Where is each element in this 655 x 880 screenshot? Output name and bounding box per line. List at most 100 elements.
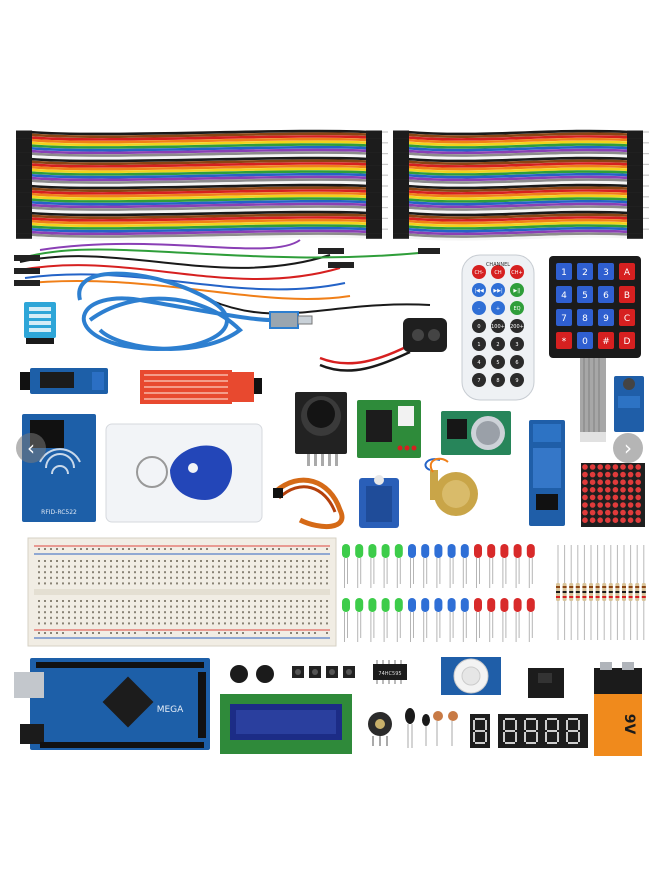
chevron-right-icon[interactable]: › bbox=[613, 433, 643, 463]
remote-key-label: |◀◀ bbox=[474, 288, 484, 294]
arduino-mega-board: MEGA bbox=[14, 658, 210, 750]
remote-key-label: 7 bbox=[477, 378, 480, 384]
keypad-key-label: 2 bbox=[582, 268, 588, 278]
real-time-clock-module bbox=[441, 411, 511, 455]
remote-key-label: - bbox=[478, 306, 480, 312]
keypad-key bbox=[619, 332, 635, 349]
resistor-assortment bbox=[556, 545, 646, 640]
keypad-key-label: 7 bbox=[561, 314, 567, 324]
servo-motor bbox=[273, 475, 399, 530]
water-level-sensor bbox=[140, 370, 262, 404]
keypad-key-label: 9 bbox=[603, 314, 609, 324]
keypad-key-label: 5 bbox=[582, 291, 588, 301]
ic-label: 74HC595 bbox=[378, 671, 401, 677]
stepper-motor bbox=[424, 457, 478, 516]
remote-key-label: EQ bbox=[513, 306, 520, 312]
remote-key-label: 100+ bbox=[491, 324, 505, 330]
pir-motion-sensor bbox=[441, 657, 501, 695]
remote-key bbox=[472, 301, 486, 315]
remote-key-label: 8 bbox=[496, 378, 499, 384]
remote-key-label: + bbox=[496, 306, 500, 312]
remote-key-label: 3 bbox=[515, 342, 518, 348]
remote-key bbox=[491, 283, 505, 297]
keypad-key bbox=[619, 263, 635, 280]
remote-key bbox=[472, 337, 486, 351]
breadboard bbox=[27, 537, 337, 647]
9v-battery: 9V bbox=[594, 662, 642, 756]
keypad-key-label: C bbox=[624, 314, 630, 324]
9v-battery-clip bbox=[319, 318, 447, 372]
mega-label: MEGA bbox=[157, 705, 184, 715]
keypad-key-label: A bbox=[624, 268, 631, 278]
remote-key-label: CH bbox=[494, 270, 501, 276]
keypad-key bbox=[577, 263, 593, 280]
loose-jumper-wires bbox=[14, 239, 440, 315]
keypad-key-label: 0 bbox=[582, 337, 588, 347]
buzzers bbox=[230, 665, 274, 683]
shift-register-ic: 74HC595 bbox=[373, 660, 407, 684]
remote-key bbox=[491, 355, 505, 369]
jumper-wire-bundle-right bbox=[393, 129, 649, 241]
keypad-key bbox=[577, 286, 593, 303]
keypad-key-label: 8 bbox=[582, 314, 588, 324]
keypad-key bbox=[556, 263, 572, 280]
remote-channel-label: CHANNEL bbox=[486, 262, 510, 268]
ir-led-and-photoresistors bbox=[405, 708, 458, 748]
remote-key bbox=[510, 265, 524, 279]
remote-key bbox=[491, 301, 505, 315]
usb-cable bbox=[77, 271, 313, 351]
stepper-driver-board bbox=[357, 400, 421, 458]
battery-label: 9V bbox=[621, 714, 637, 735]
remote-key bbox=[510, 373, 524, 387]
remote-key bbox=[472, 319, 486, 333]
keypad-key bbox=[556, 309, 572, 326]
remote-key-label: 1 bbox=[477, 342, 480, 348]
seven-segment-digits bbox=[473, 718, 580, 744]
remote-key-label: 5 bbox=[496, 360, 499, 366]
rfid-label: RFID-RC522 bbox=[41, 509, 77, 516]
remote-key-label: 9 bbox=[515, 378, 518, 384]
remote-key bbox=[472, 265, 486, 279]
push-buttons bbox=[292, 666, 355, 678]
remote-key-label: 2 bbox=[496, 342, 499, 348]
dht11-sensor bbox=[24, 302, 56, 344]
remote-key bbox=[472, 283, 486, 297]
rfid-reader-module: RFID-RC522 bbox=[22, 414, 96, 522]
remote-key bbox=[510, 301, 524, 315]
remote-key bbox=[510, 283, 524, 297]
remote-key bbox=[510, 319, 524, 333]
remote-key-label: CH- bbox=[474, 270, 483, 276]
keypad-key bbox=[619, 309, 635, 326]
chevron-left-icon[interactable]: ‹ bbox=[16, 433, 46, 463]
remote-key-label: 6 bbox=[515, 360, 518, 366]
keypad-key-label: B bbox=[624, 291, 630, 301]
remote-key bbox=[510, 355, 524, 369]
remote-key bbox=[491, 319, 505, 333]
keypad-key bbox=[598, 309, 614, 326]
remote-key bbox=[491, 265, 505, 279]
remote-key bbox=[472, 355, 486, 369]
remote-key-label: ▶|| bbox=[513, 288, 521, 294]
keypad-key-label: 3 bbox=[603, 268, 609, 278]
keypad-key-label: 1 bbox=[561, 268, 567, 278]
keypad-key bbox=[577, 309, 593, 326]
keypad-key bbox=[598, 263, 614, 280]
remote-key-label: 0 bbox=[477, 324, 480, 330]
potentiometer bbox=[368, 712, 392, 746]
keypad-key bbox=[556, 286, 572, 303]
keypad-key-label: * bbox=[562, 337, 567, 347]
led-dot-matrix bbox=[581, 463, 645, 527]
remote-key-label: CH+ bbox=[511, 270, 522, 276]
keypad-key-label: 6 bbox=[603, 291, 609, 301]
remote-key bbox=[491, 337, 505, 351]
keypad-key bbox=[556, 332, 572, 349]
rfid-card-and-keyfob bbox=[105, 423, 263, 523]
jumper-wire-bundle-left bbox=[16, 129, 388, 241]
keypad-key bbox=[619, 286, 635, 303]
keypad-key-label: D bbox=[624, 337, 631, 347]
keypad-key bbox=[598, 286, 614, 303]
remote-key bbox=[491, 373, 505, 387]
